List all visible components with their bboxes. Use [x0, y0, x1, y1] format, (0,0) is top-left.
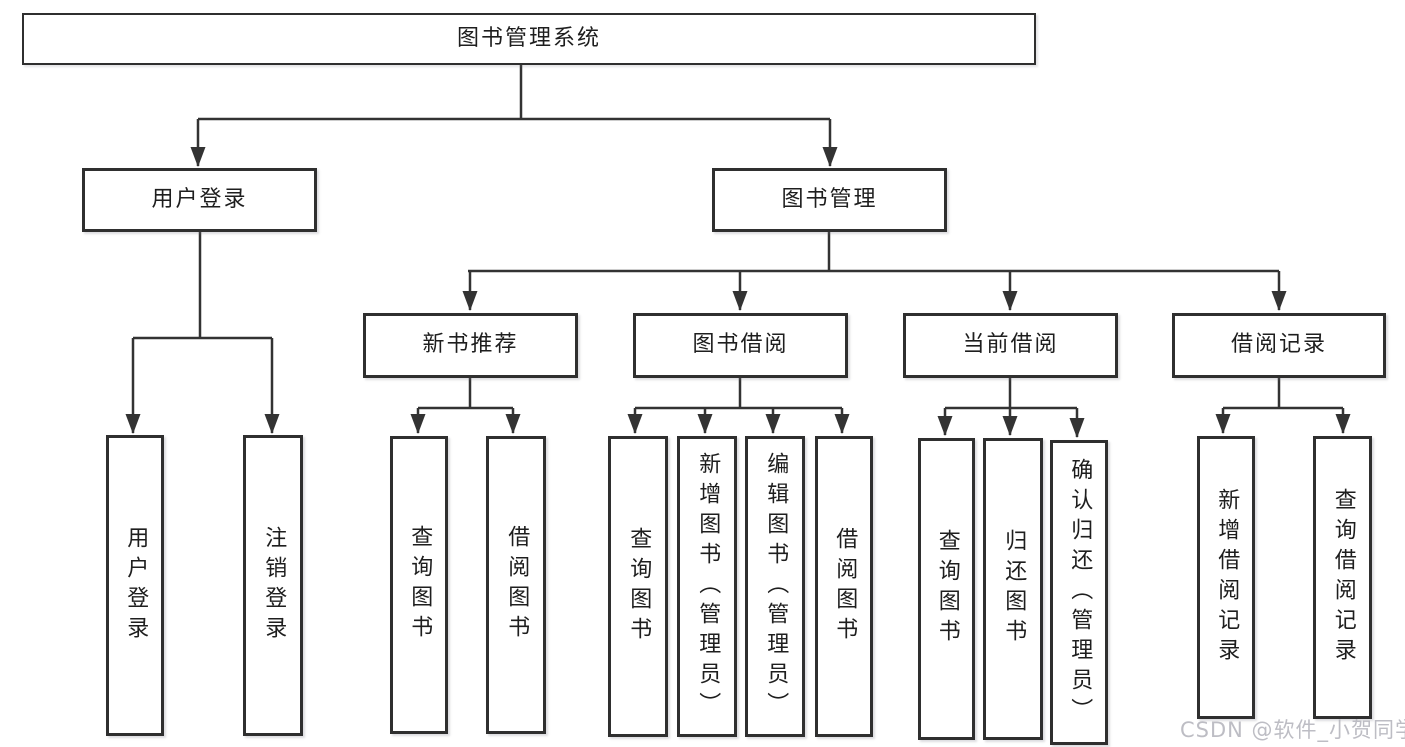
- node-label: 当前借阅: [962, 332, 1059, 358]
- node-label: 归还图书: [1001, 529, 1027, 649]
- node-new-book-recommend: 新书推荐: [363, 313, 578, 378]
- node-leaf-return-books: 归还图书: [983, 438, 1043, 740]
- node-user-login: 用户登录: [82, 168, 317, 232]
- node-label: 查询借阅记录: [1330, 487, 1356, 668]
- csdn-watermark: CSDN @软件_小贺同学: [1180, 718, 1405, 742]
- node-leaf-query-books-current: 查询图书: [918, 438, 975, 740]
- node-label: 图书管理系统: [456, 25, 601, 51]
- node-leaf-user-login: 用户登录: [106, 435, 164, 736]
- node-leaf-edit-book-admin: 编辑图书（管理员）: [745, 436, 805, 737]
- node-label: 借阅图书: [504, 525, 530, 645]
- node-borrow-records: 借阅记录: [1172, 313, 1386, 378]
- node-book-borrowing: 图书借阅: [633, 313, 848, 378]
- node-leaf-confirm-return-admin: 确认归还（管理员）: [1050, 440, 1108, 745]
- node-library-system: 图书管理系统: [22, 13, 1036, 65]
- node-leaf-add-book-admin: 新增图书（管理员）: [677, 436, 737, 737]
- node-label: 新增图书（管理员）: [695, 451, 721, 722]
- node-leaf-query-books-borrowing: 查询图书: [608, 436, 668, 737]
- node-label: 注销登录: [261, 525, 287, 646]
- node-label: 查询图书: [407, 525, 433, 645]
- node-leaf-add-borrow-record: 新增借阅记录: [1197, 436, 1255, 719]
- node-label: 新增借阅记录: [1214, 487, 1240, 668]
- node-label: 用户登录: [123, 525, 149, 646]
- node-label: 图书借阅: [692, 332, 789, 358]
- node-label: 确认归还（管理员）: [1067, 457, 1093, 728]
- node-label: 借阅记录: [1230, 332, 1327, 358]
- node-current-borrowing: 当前借阅: [903, 313, 1118, 378]
- node-label: 编辑图书（管理员）: [763, 451, 789, 722]
- node-label: 新书推荐: [422, 332, 519, 358]
- node-leaf-borrow-books-recommend: 借阅图书: [486, 436, 546, 734]
- node-leaf-logout: 注销登录: [243, 435, 303, 736]
- node-book-management: 图书管理: [712, 168, 947, 232]
- node-label: 查询图书: [626, 526, 652, 647]
- node-label: 查询图书: [934, 529, 960, 649]
- node-leaf-borrow-books-borrowing: 借阅图书: [815, 436, 873, 737]
- node-label: 借阅图书: [832, 526, 858, 647]
- node-label: 用户登录: [151, 186, 248, 212]
- node-label: 图书管理: [781, 186, 878, 212]
- node-leaf-query-books-recommend: 查询图书: [390, 436, 448, 734]
- node-leaf-query-borrow-record: 查询借阅记录: [1313, 436, 1372, 719]
